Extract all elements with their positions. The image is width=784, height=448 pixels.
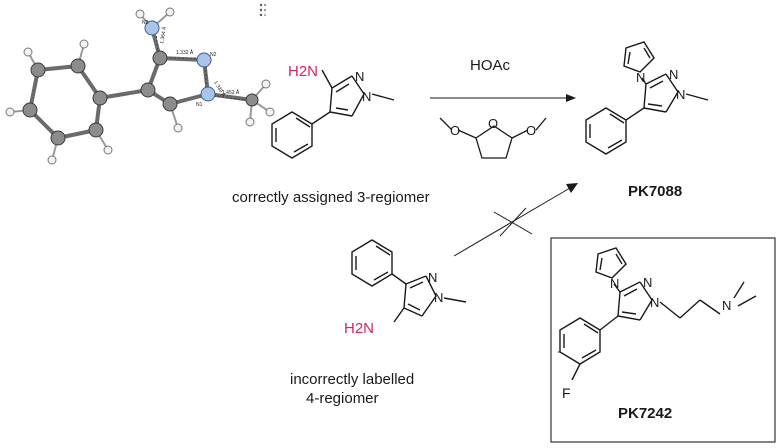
pk7242-fluorine: F bbox=[562, 385, 571, 401]
thf-oxygen-left: O bbox=[450, 123, 460, 138]
ring-n-label-bottom-2: N bbox=[428, 270, 437, 285]
pk7242-pyrrole-n: N bbox=[610, 276, 619, 291]
incorrect-caption-line1: incorrectly labelled bbox=[290, 371, 414, 388]
pk7088-pyrrole-n: N bbox=[636, 70, 645, 85]
correct-regioisomer-structure bbox=[271, 69, 395, 159]
crystal-bond-length-4: 1.452 Å bbox=[222, 89, 240, 96]
dimethoxy-thf-structure bbox=[439, 117, 547, 159]
thf-oxygen-ring: O bbox=[488, 116, 498, 131]
ring-n-label-bottom-1: N bbox=[434, 290, 443, 305]
amine-label-bottom: H2N bbox=[344, 320, 374, 337]
pk7242-ring-n-1: N bbox=[650, 295, 659, 310]
crystal-structure: N3 N2 N1 1.364 Å 1.332 Å 1.339 Å 1.452 Å bbox=[5, 3, 275, 165]
pk7088-ring-n-1: N bbox=[676, 87, 685, 102]
crystal-label-n3: N3 bbox=[142, 20, 149, 26]
crystal-label-n1: N1 bbox=[196, 102, 203, 108]
pk7242-label: PK7242 bbox=[618, 405, 672, 422]
crystal-bond-length-1: 1.364 Å bbox=[158, 26, 168, 45]
incorrect-caption-line2: 4-regiomer bbox=[306, 390, 379, 407]
thf-oxygen-right: O bbox=[526, 123, 536, 138]
crystal-bond-length-2: 1.332 Å bbox=[176, 49, 194, 56]
correct-regiomer-caption: correctly assigned 3-regiomer bbox=[232, 189, 430, 206]
pk7242-box bbox=[550, 237, 776, 443]
pk7242-structure bbox=[559, 247, 757, 365]
reagent-label: HOAc bbox=[470, 57, 511, 74]
ring-n-label-top-2: N bbox=[355, 69, 364, 84]
crystal-legend-marks bbox=[259, 3, 266, 17]
ring-n-label-top-1: N bbox=[362, 89, 371, 104]
pk7242-amine-n: N bbox=[722, 298, 731, 313]
pk7088-structure bbox=[585, 41, 709, 155]
failed-reaction-arrow bbox=[453, 183, 578, 257]
pk7088-label: PK7088 bbox=[628, 183, 682, 200]
crystal-label-n2: N2 bbox=[210, 52, 217, 58]
incorrect-regioisomer-structure bbox=[351, 239, 467, 323]
reaction-arrow bbox=[430, 94, 576, 102]
pk7088-ring-n-2: N bbox=[669, 67, 678, 82]
pk7242-ring-n-2: N bbox=[643, 275, 652, 290]
amine-label-top: H2N bbox=[288, 63, 318, 80]
